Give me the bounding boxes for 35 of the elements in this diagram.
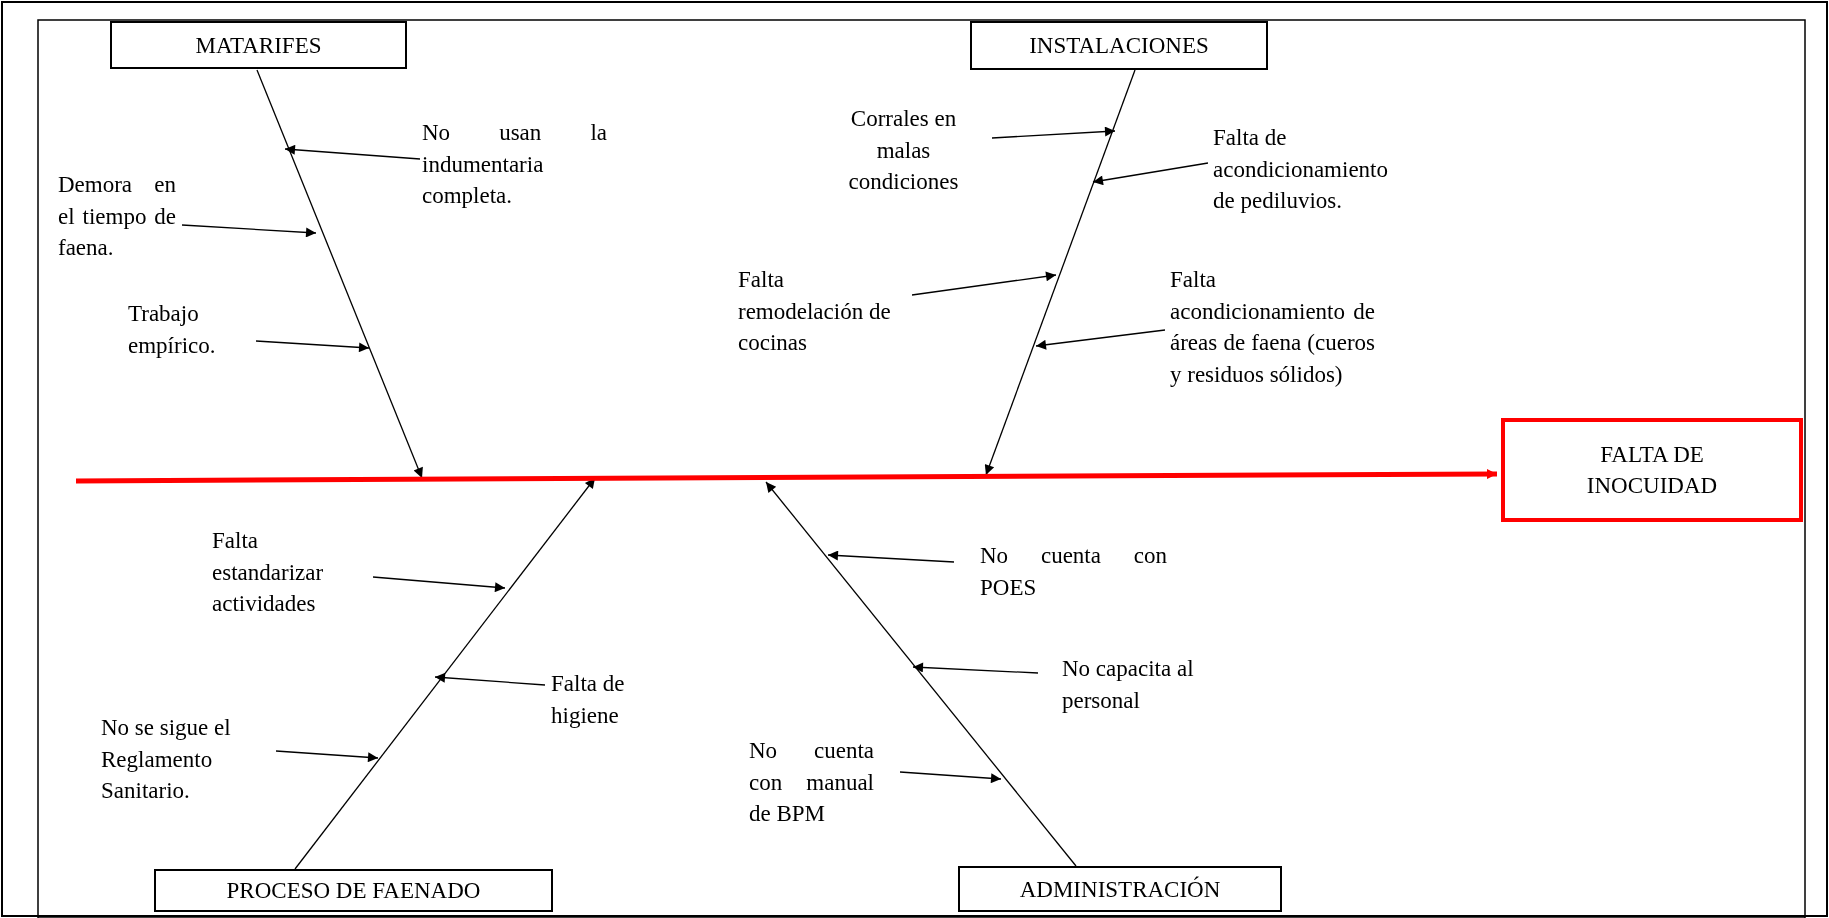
arrow <box>1035 329 1166 350</box>
category-box: PROCESO DE FAENADO <box>154 869 553 912</box>
arrow <box>899 771 1002 784</box>
arrow <box>181 224 317 238</box>
cause-text: No se sigue el Reglamento Sanitario. <box>101 712 271 807</box>
arrow <box>912 662 1039 674</box>
arrow <box>284 144 421 160</box>
cause-text: Falta de higiene <box>551 668 651 731</box>
cause-text: No cuenta con POES <box>980 540 1167 603</box>
arrow <box>275 750 379 763</box>
cause-text: Falta acondicionamiento de áreas de faena (cueros y residuos sólidos) <box>1170 264 1375 390</box>
arrow <box>434 672 546 686</box>
arrow <box>911 271 1057 296</box>
cause-text: Falta remodelación de cocinas <box>738 264 908 359</box>
cause-text: Demora en el tiempo de faena. <box>58 169 176 264</box>
arrow <box>372 576 506 593</box>
cause-text: Trabajo empírico. <box>128 298 253 361</box>
cause-text: Falta de acondicionamiento de pediluvios. <box>1213 122 1413 217</box>
cause-text: Falta estandarizar actividades <box>212 525 352 620</box>
bone-arrow <box>256 69 423 479</box>
bone-arrow <box>765 481 1077 867</box>
category-box: MATARIFES <box>110 21 407 69</box>
cause-text: No capacita al personal <box>1062 653 1232 716</box>
arrow <box>827 550 955 563</box>
effect-box: FALTA DE INOCUIDAD <box>1501 418 1803 522</box>
category-box: ADMINISTRACIÓN <box>958 866 1282 912</box>
arrow <box>991 126 1116 139</box>
arrow <box>255 340 370 353</box>
cause-text: No cuenta con manual de BPM <box>749 735 874 830</box>
spine-arrow <box>76 469 1497 484</box>
arrow <box>1092 162 1209 186</box>
category-box: INSTALACIONES <box>970 21 1268 70</box>
cause-text: No usan la indumentaria completa. <box>422 117 607 212</box>
cause-text: Corrales en malas condiciones <box>836 103 971 198</box>
bone-arrow <box>984 69 1136 476</box>
